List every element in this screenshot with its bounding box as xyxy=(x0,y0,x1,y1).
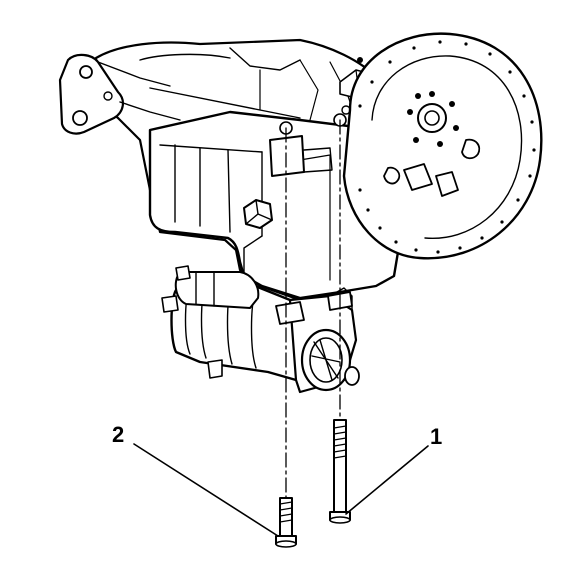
starter-solenoid xyxy=(161,265,260,313)
starter-bolt-long xyxy=(329,419,351,524)
ring-gear-teeth xyxy=(358,40,536,254)
drain-plug xyxy=(243,199,273,229)
callout-number-2: 2 xyxy=(112,422,124,447)
flexplate xyxy=(342,32,543,260)
starter-motor xyxy=(161,265,360,394)
starter-bolt-short xyxy=(275,497,297,548)
engine-mount-bracket xyxy=(58,53,181,135)
callout-1: 1 xyxy=(345,424,442,515)
bolt-centerlines xyxy=(285,119,341,506)
starter-drive-housing xyxy=(288,287,360,394)
flexplate-hub xyxy=(407,91,459,147)
callout-number-1: 1 xyxy=(430,424,442,449)
converter-lugs xyxy=(383,138,481,197)
callout-2: 2 xyxy=(112,422,279,537)
engine-block xyxy=(58,38,402,302)
